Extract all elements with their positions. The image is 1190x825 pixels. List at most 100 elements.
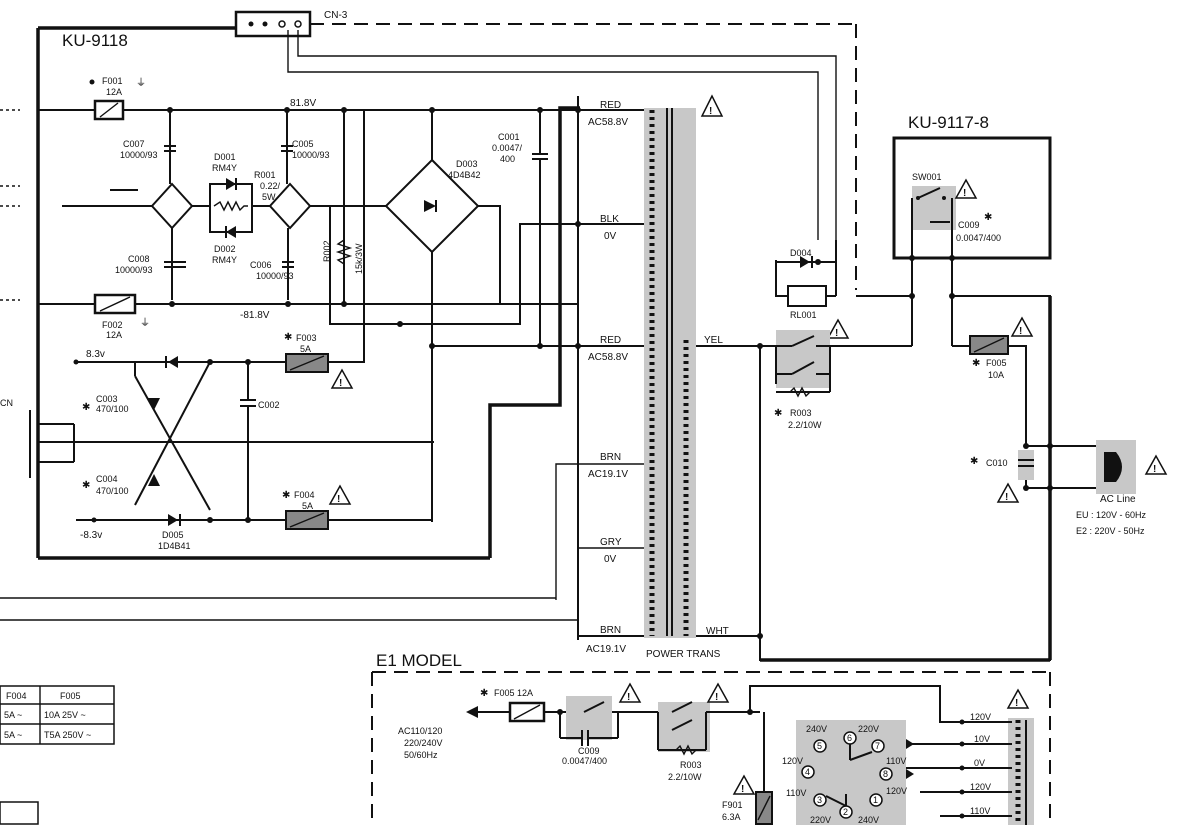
svg-text:!: ! <box>709 106 712 117</box>
c006-value: 10000/93 <box>256 271 294 281</box>
svg-text:!: ! <box>963 188 966 199</box>
r001-value-a: 0.22/ <box>260 181 281 191</box>
c010-label: C010 <box>986 458 1008 468</box>
e1-ac-in-a: AC110/120 <box>398 726 442 736</box>
selector-220v-b: 220V <box>810 815 831 825</box>
warning-icon <box>328 484 352 505</box>
ac-board-outline <box>892 136 1052 260</box>
warning-icon <box>954 178 978 199</box>
table-cell: T5A 250V ~ <box>44 730 91 740</box>
c008-label: C008 <box>128 254 150 264</box>
c007-value: 10000/93 <box>120 150 158 160</box>
table-cell: 10A 25V ~ <box>44 710 86 720</box>
c007-label: C007 <box>123 139 145 149</box>
r001-label: R001 <box>254 170 276 180</box>
ac-line-label: AC Line <box>1100 494 1136 505</box>
svg-text:!: ! <box>835 328 838 339</box>
e1-ac-in-c: 50/60Hz <box>404 750 438 760</box>
e1-tap-10v: 10V <box>974 734 990 744</box>
c003-label: C003 <box>96 394 118 404</box>
d004-label: D004 <box>790 248 812 258</box>
tap-1-color: RED <box>600 100 621 111</box>
e1-f005: F005 12A <box>494 688 533 698</box>
wire <box>0 547 644 621</box>
warning-icon <box>330 368 354 389</box>
svg-text:!: ! <box>1005 492 1008 503</box>
warning-icon <box>1006 688 1030 709</box>
bridge-rectifier-2 <box>268 182 312 230</box>
primary-yel: YEL <box>704 335 723 346</box>
svg-text:!: ! <box>627 692 630 703</box>
f901-rating: 6.3A <box>722 812 741 822</box>
wire <box>287 30 819 240</box>
f005-label: F005 <box>986 358 1007 368</box>
resistor-r003 <box>789 386 811 398</box>
d001-label: D001 <box>214 152 236 162</box>
wire <box>297 30 837 240</box>
star-icon: ✱ <box>82 402 90 413</box>
warning-icon <box>618 682 642 703</box>
connector-cn3-label: CN-3 <box>324 10 348 21</box>
table-header: F005 <box>60 691 81 701</box>
c009-label: C009 <box>958 220 980 230</box>
r001-value-b: 5W <box>262 192 276 202</box>
r002-label: R002 <box>322 240 332 262</box>
board-label-ku9118: KU-9118 <box>62 31 128 50</box>
arrow-right-icon <box>906 769 914 779</box>
table-cell: 5A ~ <box>4 730 22 740</box>
d001-type: RM4Y <box>212 163 237 173</box>
warning-icon <box>700 94 724 117</box>
warning-icon <box>826 318 850 339</box>
svg-text:!: ! <box>741 784 744 795</box>
c001-value-b: 400 <box>500 154 515 164</box>
star-icon: ✱ <box>284 332 292 343</box>
rail-neg-low: -8.3v <box>80 530 102 541</box>
tap-3-voltage: AC58.8V <box>588 352 628 363</box>
selector-num: 3 <box>817 795 822 805</box>
d002-type: RM4Y <box>212 255 237 265</box>
f003-label: F003 <box>296 333 317 343</box>
e1-model-label: E1 MODEL <box>376 651 462 670</box>
f005-rating: 10A <box>988 370 1004 380</box>
wire <box>329 206 578 325</box>
selector-120v-b: 120V <box>886 786 907 796</box>
selector-110v-b: 110V <box>786 788 806 798</box>
arrow-right-icon <box>906 739 914 749</box>
e1-c009-value: 0.0047/400 <box>562 756 607 766</box>
c008-value: 10000/93 <box>115 265 153 275</box>
warning-icon <box>1144 454 1168 475</box>
star-icon: ✱ <box>282 490 290 501</box>
diode-cross-2 <box>148 474 160 486</box>
resistor-r001 <box>213 200 248 212</box>
tap-1-voltage: AC58.8V <box>588 117 628 128</box>
selector-num: 8 <box>883 769 888 779</box>
e1-tap-120v: 120V <box>970 712 991 722</box>
r003-label: R003 <box>790 408 812 418</box>
f001-rating: 12A <box>106 87 122 97</box>
tap-2-color: BLK <box>600 214 619 225</box>
board-label-ku9117: KU-9117-8 <box>908 113 989 132</box>
svg-text:!: ! <box>339 378 342 389</box>
wire <box>555 463 644 600</box>
selector-num: 7 <box>875 741 880 751</box>
tap-5-voltage: 0V <box>604 554 617 565</box>
transformer-label: POWER TRANS <box>646 649 721 660</box>
rail-neg-high: -81.8V <box>240 310 270 321</box>
c002-label: C002 <box>258 400 280 410</box>
c009-value: 0.0047/400 <box>956 233 1001 243</box>
rl001-label: RL001 <box>790 310 817 320</box>
svg-text:!: ! <box>715 692 718 703</box>
f901-label: F901 <box>722 800 743 810</box>
svg-text:!: ! <box>337 494 340 505</box>
tap-4-color: BRN <box>600 452 621 463</box>
warning-icon <box>732 774 756 795</box>
ground-icon: ⏚ <box>136 77 146 89</box>
e1-r003: R003 <box>680 760 702 770</box>
d005-type: 1D4B41 <box>158 541 191 551</box>
f004-rating: 5A <box>302 501 313 511</box>
c001-value-a: 0.0047/ <box>492 143 523 153</box>
e1-ac-in-b: 220/240V <box>404 738 443 748</box>
tap-2-voltage: 0V <box>604 231 617 242</box>
sw001-label: SW001 <box>912 172 942 182</box>
